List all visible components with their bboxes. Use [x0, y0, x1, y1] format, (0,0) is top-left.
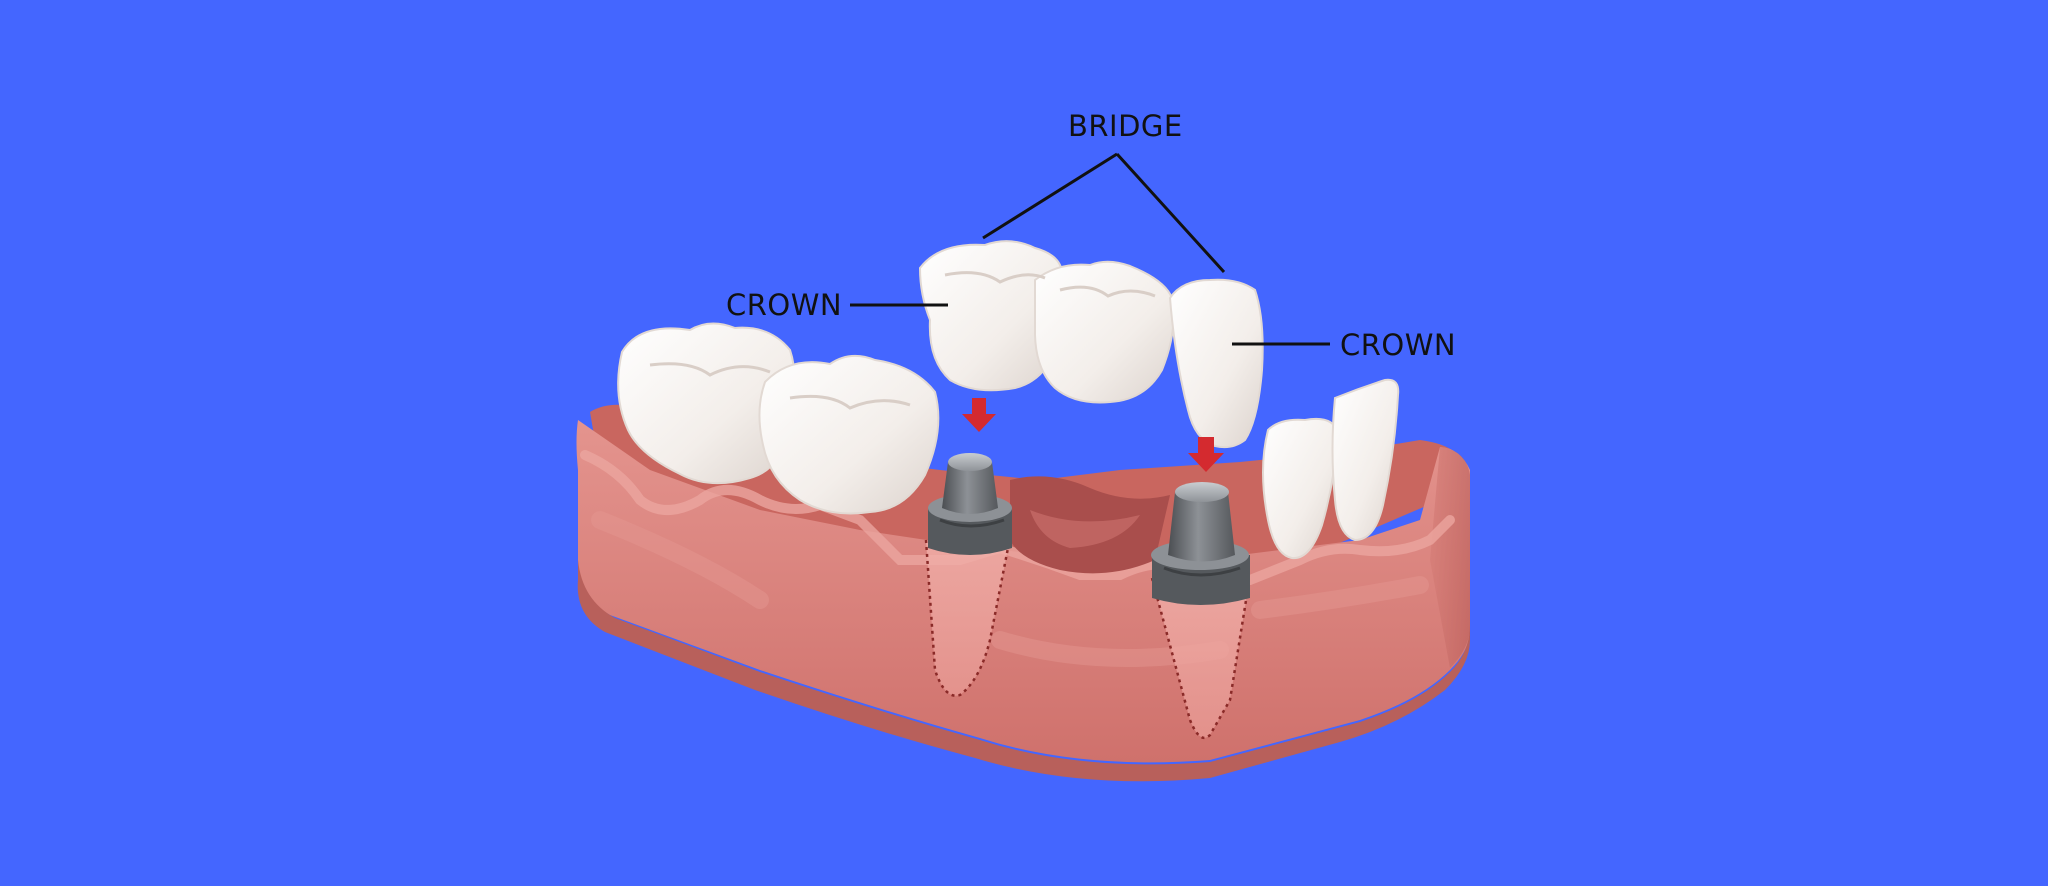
- crown-label-left: CROWN: [726, 288, 843, 322]
- incisor-right-1: [1262, 417, 1340, 560]
- root-right: [1150, 577, 1250, 740]
- empty-socket: [1010, 476, 1170, 574]
- bridge-label: BRIDGE: [1068, 109, 1183, 143]
- leader-lines: [850, 152, 1330, 346]
- bridge-pontic: [1034, 260, 1175, 404]
- bridge-leader-right: [1115, 152, 1226, 274]
- molar-left-1: [617, 322, 796, 485]
- bridge: [918, 240, 1264, 449]
- arrow-down-icon: [1188, 437, 1224, 472]
- bridge-leader-left: [982, 152, 1118, 240]
- crown-label-right: CROWN: [1340, 328, 1457, 362]
- bridge-crown-right: [1168, 278, 1264, 449]
- molar-left-2: [758, 354, 940, 515]
- root-left: [924, 539, 1010, 697]
- incisor-right-2: [1331, 378, 1400, 542]
- abutment-right: [1151, 482, 1250, 605]
- abutment-left: [928, 453, 1012, 555]
- arrow-down-icon: [962, 398, 996, 432]
